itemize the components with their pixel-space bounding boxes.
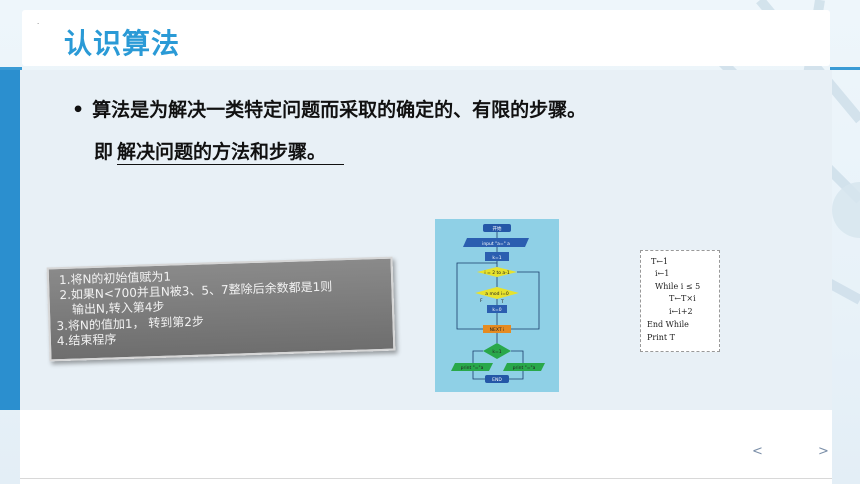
- flow-check: k=1: [492, 349, 501, 355]
- summary-text: 即解决问题的方法和步骤。: [94, 137, 345, 165]
- prev-slide-button[interactable]: <: [752, 444, 763, 459]
- flow-loop: i = 2 to a-1: [484, 270, 510, 276]
- next-slide-button[interactable]: >: [818, 444, 829, 459]
- flow-assign: k=0: [492, 307, 501, 313]
- step-4: 4.结束程序: [56, 332, 117, 349]
- code-line-4: T←T×i: [669, 294, 696, 303]
- flow-f-label: F: [480, 298, 483, 304]
- footer-divider: [20, 478, 832, 479]
- flow-condition: a mod i=0: [485, 291, 509, 297]
- flowchart-diagram: 开始 input "a=" a k=1 i = 2 to a-1 a mod i…: [451, 224, 545, 383]
- title-underline-left: [0, 67, 22, 70]
- definition-line: 算法是为解决一类特定问题而采取的确定的、有限的步骤。: [92, 99, 587, 121]
- flow-init: k=1: [492, 255, 501, 261]
- left-accent-bar: [0, 70, 20, 410]
- flow-output-true: print "="a: [461, 365, 484, 371]
- flow-start: 开始: [493, 225, 502, 232]
- summary-underlined: 解决问题的方法和步骤。: [117, 137, 345, 165]
- code-line-5: i←i+2: [669, 307, 693, 316]
- pseudocode-image: T←1 i←1 While i ≤ 5 T←T×i i←i+2 End Whil…: [640, 250, 720, 352]
- code-line-6: End While: [647, 320, 689, 329]
- title-area: [22, 10, 830, 66]
- title-mark: .: [37, 18, 40, 26]
- flowchart-image: 开始 input "a=" a k=1 i = 2 to a-1 a mod i…: [435, 219, 559, 392]
- footer-area: [20, 410, 832, 484]
- code-line-3: While i ≤ 5: [655, 282, 701, 291]
- flow-output-false: print "="a: [513, 365, 536, 371]
- flow-input: input "a=" a: [482, 241, 510, 247]
- bullet-icon: •: [72, 99, 85, 121]
- flow-t-label: T: [500, 299, 504, 305]
- code-line-1: T←1: [651, 257, 669, 266]
- summary-prefix: 即: [94, 141, 114, 163]
- title-underline-right: [830, 67, 860, 70]
- algorithm-steps-image: 1.将N的初始值赋为1 2.如果N<700并且N被3、5、7整除后余数都是1则 …: [46, 256, 396, 362]
- page-title: 认识算法: [64, 27, 181, 60]
- code-line-2: i←1: [655, 269, 670, 278]
- definition-text: • 算法是为解决一类特定问题而采取的确定的、有限的步骤。: [72, 95, 586, 122]
- flow-end: END: [492, 377, 502, 383]
- code-line-7: Print T: [647, 333, 676, 342]
- flow-next: NEXT i: [490, 327, 505, 333]
